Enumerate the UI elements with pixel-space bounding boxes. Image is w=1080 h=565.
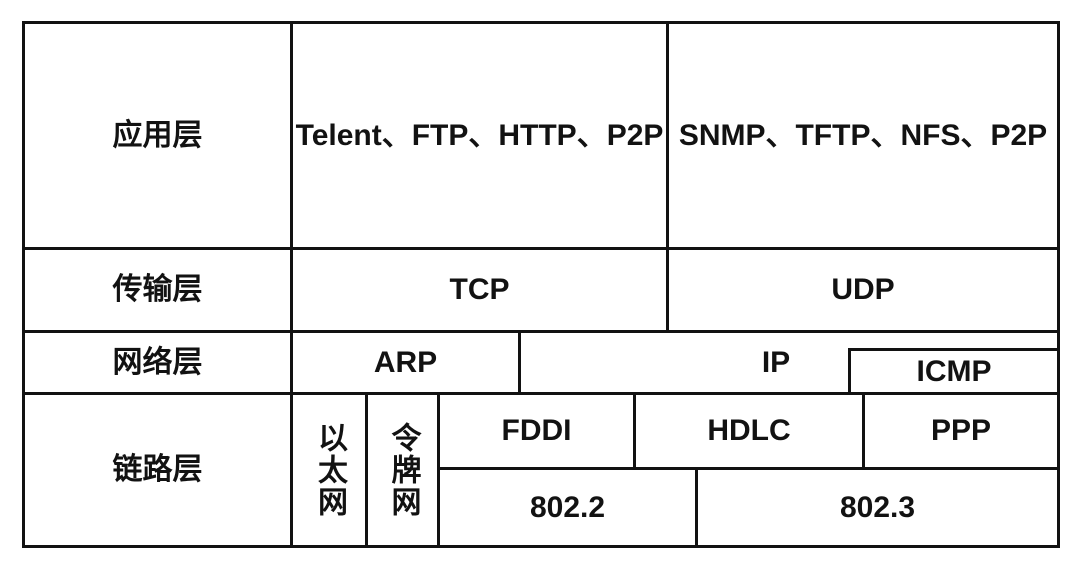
ppp-cell: PPP — [862, 392, 1060, 470]
ieee-802-3-cell: 802.3 — [695, 467, 1060, 548]
ieee-802-2-cell: 802.2 — [437, 467, 698, 548]
application-layer-label: 应用层 — [22, 21, 293, 250]
arp-cell: ARP — [290, 330, 521, 395]
network-layer-label: 网络层 — [22, 330, 293, 395]
transport-layer-label: 传输层 — [22, 247, 293, 333]
fddi-cell: FDDI — [437, 392, 636, 470]
hdlc-cell: HDLC — [633, 392, 865, 470]
application-tcp-protocols-cell: Telent、FTP、HTTP、P2P — [290, 21, 669, 250]
link-layer-label: 链路层 — [22, 392, 293, 548]
tcp-cell: TCP — [290, 247, 669, 333]
udp-cell: UDP — [666, 247, 1060, 333]
token-ring-cell: 令牌网 — [365, 392, 440, 548]
ethernet-cell: 以太网 — [290, 392, 368, 548]
icmp-cell: ICMP — [848, 348, 1060, 395]
application-udp-protocols-cell: SNMP、TFTP、NFS、P2P — [666, 21, 1060, 250]
